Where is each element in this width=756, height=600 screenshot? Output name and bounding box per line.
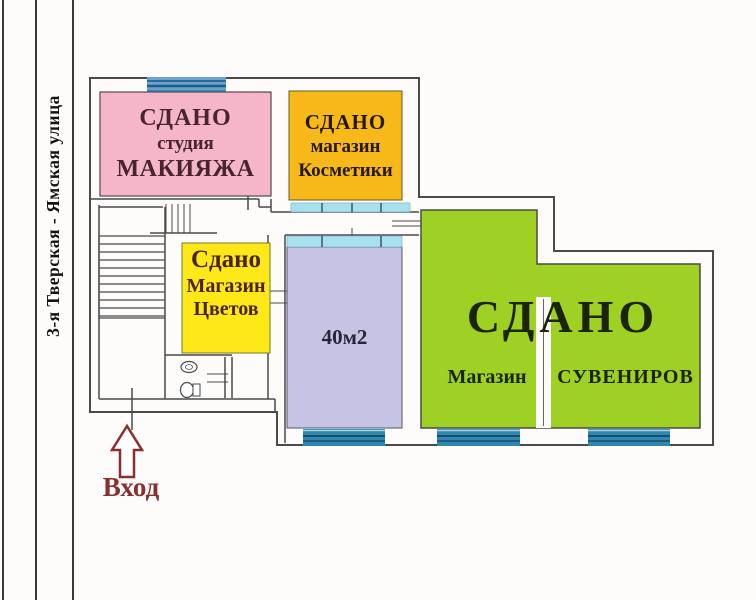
flowers-line3: Цветов <box>193 297 259 320</box>
window-south-3-icon <box>588 429 670 446</box>
glass-partition-top <box>290 202 411 213</box>
toilet-icon <box>179 381 201 399</box>
street-name-label: 3-я Тверская - Ямская улица <box>43 95 63 337</box>
souvenirs-line3: СУВЕНИРОВ <box>557 366 694 389</box>
window-south-2-icon <box>437 429 520 446</box>
souvenirs-status-label: СДАНО <box>440 288 686 346</box>
cosmetics-line2: магазин <box>310 135 381 157</box>
makeup-line3: МАКИЯЖА <box>116 156 255 183</box>
entrance-label-text: Вход <box>102 472 160 503</box>
room-vacant40-label: 40м2 <box>287 247 402 428</box>
room-makeup-label: СДАНО студия МАКИЯЖА <box>100 92 271 196</box>
souvenirs-status: СДАНО <box>466 290 660 342</box>
makeup-line2: студия <box>157 132 214 154</box>
entrance-label: Вход <box>92 472 170 503</box>
glass-partition-bottom <box>286 235 403 248</box>
souvenirs-line3-label: СУВЕНИРОВ <box>551 364 700 392</box>
street-line-inner <box>72 0 74 600</box>
souvenirs-line2-label: Магазин <box>429 364 545 392</box>
window-north-icon <box>147 77 226 92</box>
window-south-1-icon <box>303 429 385 446</box>
souvenirs-line2: Магазин <box>447 366 527 389</box>
entrance-arrow-icon <box>109 423 145 479</box>
door-hatch <box>165 204 191 233</box>
street-line-middle <box>35 0 37 600</box>
street-line-outer <box>2 0 4 600</box>
flowers-status: Сдано <box>190 246 262 273</box>
cosmetics-status: СДАНО <box>304 109 387 134</box>
room-flowers-label: Сдано Магазин Цветов <box>182 243 270 356</box>
room-cosmetics-label: СДАНО магазин Косметики <box>289 91 402 200</box>
flowers-line2: Магазин <box>186 274 266 297</box>
stairs <box>98 235 165 319</box>
makeup-status: СДАНО <box>139 105 232 132</box>
vacant40-area: 40м2 <box>321 325 368 350</box>
sink-icon <box>180 360 198 374</box>
cosmetics-line3: Косметики <box>298 159 393 181</box>
